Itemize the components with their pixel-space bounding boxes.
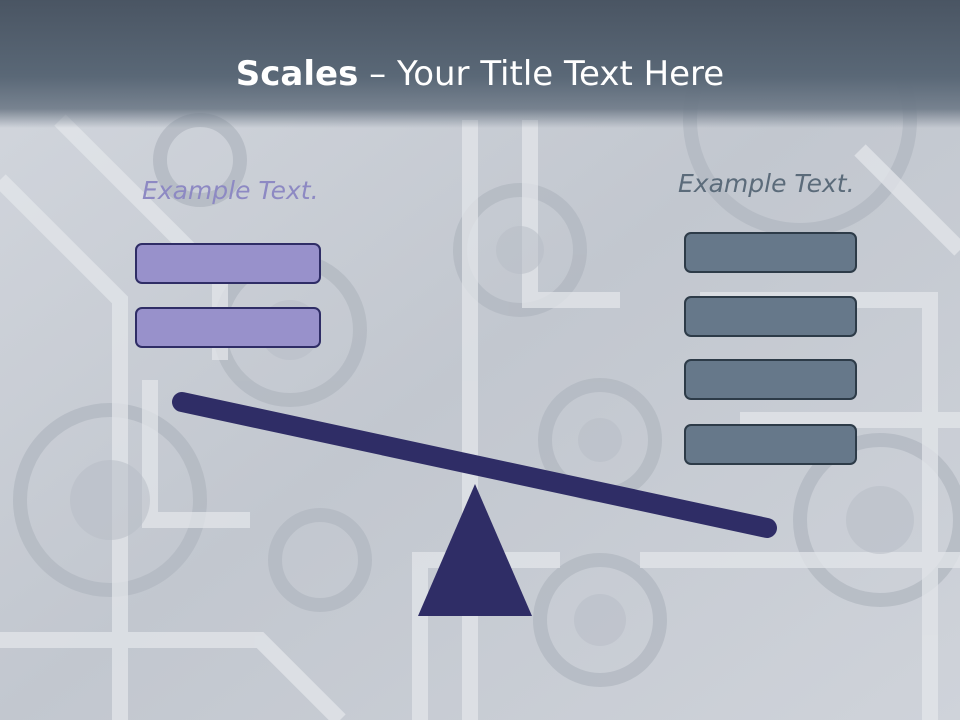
left-text-box-1[interactable]	[135, 243, 321, 284]
slide-title: Scales – Your Title Text Here	[0, 52, 960, 96]
left-example-label: Example Text.	[142, 176, 319, 205]
left-text-box-2[interactable]	[135, 307, 321, 348]
right-text-box-3[interactable]	[684, 359, 857, 400]
scale-beam	[172, 392, 777, 538]
slide-title-rest: – Your Title Text Here	[358, 54, 725, 94]
slide-title-bold: Scales	[235, 54, 359, 94]
right-example-label: Example Text.	[678, 169, 855, 198]
right-text-box-4[interactable]	[684, 424, 857, 465]
title-bar	[0, 0, 960, 128]
scale-fulcrum	[418, 484, 532, 616]
right-text-box-2[interactable]	[684, 296, 857, 337]
right-text-box-1[interactable]	[684, 232, 857, 273]
